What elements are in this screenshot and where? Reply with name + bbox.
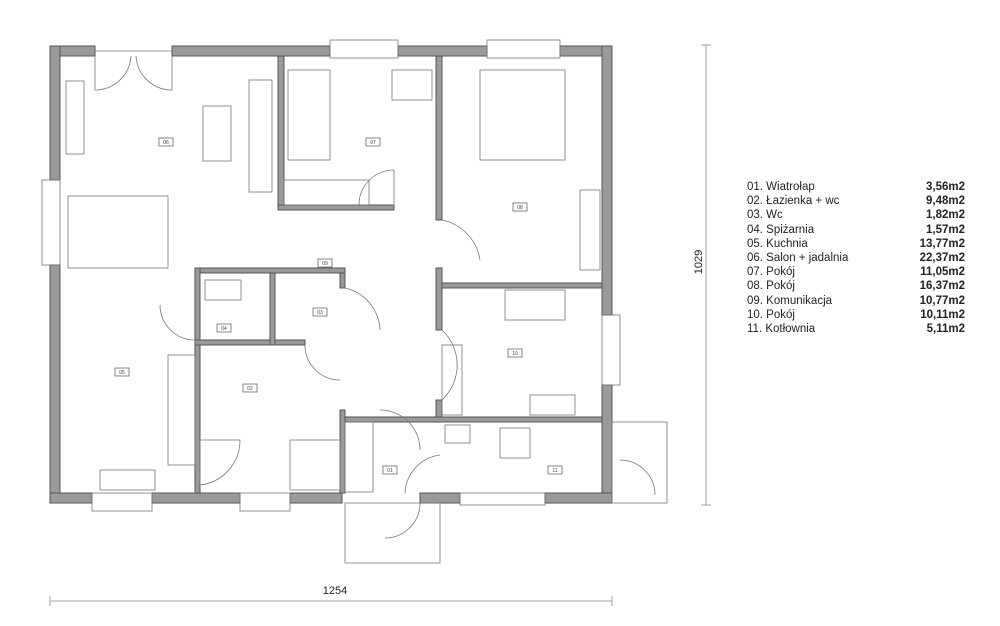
room-tag-02: 02: [242, 383, 258, 393]
walls: [49, 45, 613, 504]
svg-text:04: 04: [221, 326, 227, 332]
room-tag-03: 03: [312, 307, 328, 317]
width-label: 1254: [323, 585, 347, 597]
svg-text:06: 06: [163, 140, 169, 146]
dimension-width: 1254: [49, 585, 613, 606]
room-tags: 06 07 09 08 05 04 03 02 10 01 11: [114, 137, 563, 475]
svg-text:07: 07: [370, 140, 376, 146]
height-label: 1029: [693, 250, 705, 274]
room-tag-05: 05: [114, 367, 130, 377]
furniture: [65, 69, 601, 493]
room-tag-04: 04: [216, 323, 232, 333]
svg-text:05: 05: [119, 370, 125, 376]
svg-text:09: 09: [322, 261, 328, 267]
dimension-height: 1029: [693, 44, 711, 506]
svg-text:10: 10: [512, 351, 518, 357]
room-tag-09: 09: [317, 258, 333, 268]
windows-and-doors: [41, 39, 668, 564]
svg-text:01: 01: [387, 468, 393, 474]
room-tag-11: 11: [547, 465, 563, 475]
svg-text:03: 03: [317, 310, 323, 316]
room-tag-06: 06: [158, 137, 174, 147]
room-tag-08: 08: [512, 202, 528, 212]
room-tag-10: 10: [507, 348, 523, 358]
svg-text:02: 02: [247, 386, 253, 392]
svg-text:11: 11: [552, 468, 557, 474]
room-tag-07: 07: [365, 137, 381, 147]
svg-text:08: 08: [517, 205, 523, 211]
room-tag-01: 01: [382, 465, 398, 475]
